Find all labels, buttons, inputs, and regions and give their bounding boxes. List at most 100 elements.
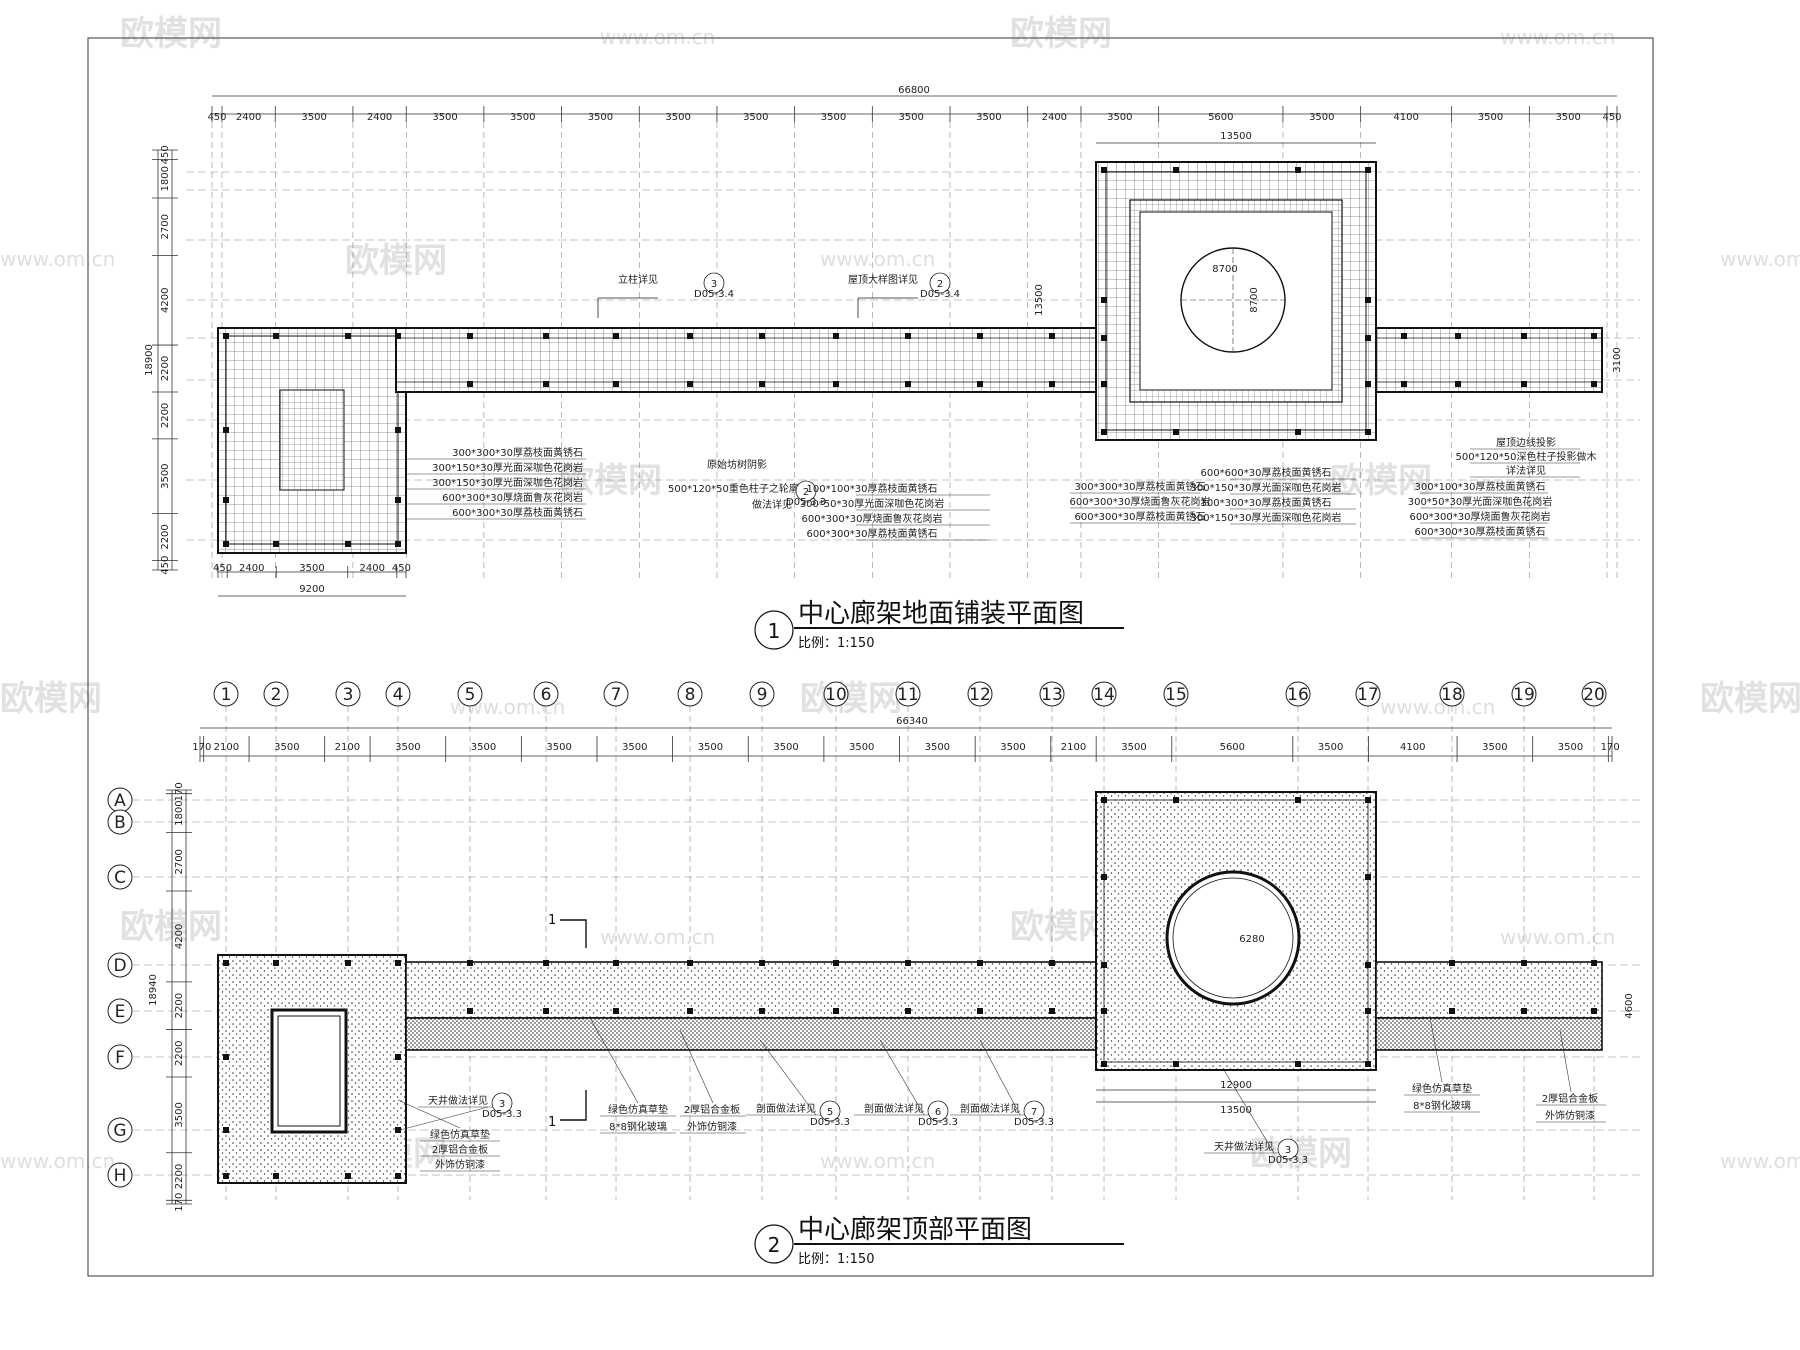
plan2-callout-num: 3 xyxy=(499,1099,505,1110)
plan2-column xyxy=(543,1008,549,1014)
plan2-column xyxy=(1449,1008,1455,1014)
plan2-axis-label: 16 xyxy=(1287,685,1309,705)
plan1-callout-column: 立柱详见 3 D05-3.4 xyxy=(597,272,734,318)
plan2-axis-label: 17 xyxy=(1357,685,1379,705)
plan1-left-dim-label: 3500 xyxy=(160,463,171,488)
plan1-note: 600*300*30厚荔枝面黄锈石 xyxy=(807,527,938,540)
plan2-column xyxy=(1591,960,1597,966)
plan2-leader xyxy=(1223,1069,1275,1154)
plan2-column xyxy=(1365,1008,1371,1014)
plan1-note: 300*300*30厚荔枝面黄锈石 xyxy=(452,446,583,459)
plan1-top-dim-label: 450 xyxy=(1602,112,1621,123)
plan2-axis-label: 9 xyxy=(757,685,768,705)
plan1-column xyxy=(395,333,401,339)
plan1-column xyxy=(1295,167,1301,173)
plan2-top-dim-label: 3500 xyxy=(546,742,571,753)
svg-text:立柱详见: 立柱详见 xyxy=(618,273,658,286)
plan1-left-dim-label: 2200 xyxy=(160,403,171,428)
plan2-column xyxy=(905,1008,911,1014)
plan1-top-dim-label: 2400 xyxy=(236,112,261,123)
watermark-logo: 欧模网 xyxy=(120,14,222,54)
plan1-column xyxy=(1365,429,1371,435)
plan1-note: 300*150*30厚光面深咖色花岗岩 xyxy=(1191,511,1342,524)
plan1-column xyxy=(1049,333,1055,339)
plan2-column xyxy=(1521,960,1527,966)
plan1-column xyxy=(1295,429,1301,435)
plan1-number: 1 xyxy=(768,619,781,643)
plan1-column xyxy=(687,381,693,387)
plan2-number: 2 xyxy=(768,1233,781,1257)
plan1-note: 600*300*30厚烧面鲁灰花岗岩 xyxy=(802,512,943,525)
plan1-title-block: 1 中心廊架地面铺装平面图 比例：1:150 xyxy=(754,599,1124,651)
plan1-note: 300*50*30厚光面深咖色花岗岩 xyxy=(800,497,945,510)
plan1-column xyxy=(467,381,473,387)
plan2-axis-label: E xyxy=(115,1002,126,1022)
plan1-column xyxy=(223,497,229,503)
plan2-column xyxy=(1521,1008,1527,1014)
plan2-column xyxy=(1101,1061,1107,1067)
plan1-column xyxy=(1521,333,1527,339)
plan2-column xyxy=(1173,1061,1179,1067)
watermark-url: www.om.cn xyxy=(600,25,715,49)
plan2-leader xyxy=(979,1039,1021,1116)
plan1-note: 600*300*30厚荔枝面黄锈石 xyxy=(1415,525,1546,538)
plan2-column xyxy=(833,1008,839,1014)
plan1-note: 600*600*30厚荔枝面黄锈石 xyxy=(1201,466,1332,479)
plan1-column xyxy=(759,333,765,339)
plan2-column xyxy=(1591,1008,1597,1014)
plan2-axis-label: 10 xyxy=(825,685,847,705)
plan1-bottom-dim-label: 450 xyxy=(213,563,232,574)
plan2-leader xyxy=(879,1039,925,1116)
plan2-column xyxy=(345,1173,351,1179)
plan1-column xyxy=(223,427,229,433)
plan1-columns xyxy=(223,167,1597,547)
watermark-logo: 欧模网 xyxy=(120,907,222,947)
svg-text:D05-3.4: D05-3.4 xyxy=(694,289,734,300)
plan2-top-dim-label: 2100 xyxy=(214,742,239,753)
plan1-column xyxy=(467,333,473,339)
plan1-overall-dim: 66800 xyxy=(898,85,930,96)
plan2-callout-text: 剖面做法详见 xyxy=(960,1102,1020,1115)
plan1-column xyxy=(395,497,401,503)
plan1-top-dim-label: 5600 xyxy=(1208,112,1233,123)
plan1-column xyxy=(1521,381,1527,387)
plan1-column xyxy=(395,427,401,433)
plan2-axis-label: A xyxy=(114,791,126,811)
plan2-callout-text: 剖面做法详见 xyxy=(864,1102,924,1115)
plan1-note: 屋顶边线投影 xyxy=(1496,436,1556,449)
plan1-top-dim-label: 3500 xyxy=(898,112,923,123)
plan2-axis-label: G xyxy=(113,1121,126,1141)
plan2-column xyxy=(395,1127,401,1133)
plan2-axis-label: 18 xyxy=(1441,685,1463,705)
plan2-left-total: 18940 xyxy=(148,974,159,1006)
plan1-top-dim-label: 3500 xyxy=(1309,112,1334,123)
svg-text:原始坊树阴影: 原始坊树阴影 xyxy=(707,458,767,471)
plan2-column xyxy=(1101,797,1107,803)
plan2-note: 2厚铝合金板 xyxy=(684,1103,740,1116)
plan2-column xyxy=(759,960,765,966)
plan2-column xyxy=(345,960,351,966)
watermark-url: www.om.cn xyxy=(1720,247,1800,271)
plan1-column xyxy=(1101,381,1107,387)
plan2-left-dim-label: 2700 xyxy=(174,849,185,874)
plan2-column xyxy=(223,1173,229,1179)
plan2-callout-text: 剖面做法详见 xyxy=(756,1102,816,1115)
plan2-callout-text: 天井做法详见 xyxy=(428,1094,488,1107)
plan2-left-dim-label: 1800 xyxy=(174,800,185,825)
plan2-left-dim-label: 2200 xyxy=(174,1164,185,1189)
plan2-callout-ref: D05-3.3 xyxy=(918,1117,958,1128)
plan2-callout-ref: D05-3.3 xyxy=(810,1117,850,1128)
plan2-top-dim-label: 3500 xyxy=(1558,742,1583,753)
plan2-axis-label: 12 xyxy=(969,685,991,705)
plan1-circle-dim-v: 8700 xyxy=(1249,287,1260,312)
plan1-column xyxy=(395,541,401,547)
plan2-axis-label: 6 xyxy=(541,685,552,705)
plan2-square-inner: 12900 xyxy=(1220,1080,1252,1091)
plan2-leader xyxy=(399,1106,489,1131)
plan2-square-width: 13500 xyxy=(1220,1105,1252,1116)
plan1-top-dim-label: 2400 xyxy=(367,112,392,123)
plan2-axis-label: 14 xyxy=(1093,685,1115,705)
plan2-top-dim-label: 5600 xyxy=(1220,742,1245,753)
